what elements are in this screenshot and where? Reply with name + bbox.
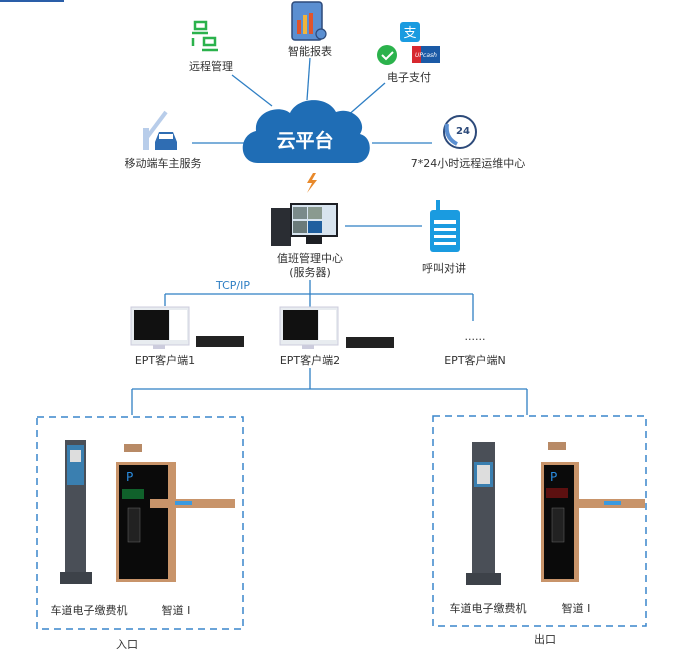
client-more-ellipsis: ...... <box>465 330 486 343</box>
camera-icon <box>124 444 142 452</box>
svg-text:UPcash: UPcash <box>415 52 437 59</box>
walkie-talkie-icon <box>430 200 460 252</box>
lightning-icon <box>307 173 317 193</box>
client-n-label: EPT客户端N <box>444 353 506 367</box>
tcpip-label: TCP/IP <box>215 279 250 292</box>
entrance-gate-label: 智道 I <box>162 603 191 617</box>
nvr-box-icon <box>196 336 244 347</box>
cloud-connectors <box>192 57 432 227</box>
smart-report-icon <box>291 1 327 41</box>
wechat-pay-icon <box>377 45 397 65</box>
support-center-label: 7*24小时远程运维中心 <box>411 157 526 170</box>
remote-management-label: 远程管理 <box>189 59 233 73</box>
client-1-workstation <box>130 306 244 349</box>
svg-text:支: 支 <box>403 26 416 41</box>
server-label: 值班管理中心 <box>277 251 343 265</box>
exit-kiosk <box>466 442 501 585</box>
exit-gate-label: 智道 I <box>562 601 591 615</box>
entrance-label: 入口 <box>116 638 138 651</box>
cloud-platform: 云平台 <box>242 100 370 163</box>
entrance-kiosk <box>60 440 92 584</box>
server-computer-icon <box>271 203 338 246</box>
client-1-label: EPT客户端1 <box>135 353 195 367</box>
support-24h-icon: 24 <box>443 115 477 149</box>
intercom-label: 呼叫对讲 <box>422 261 466 275</box>
car-barrier-icon <box>143 110 177 150</box>
remote-management-icon <box>191 20 218 52</box>
top-accent-bar <box>0 0 64 2</box>
camera-icon <box>548 442 566 450</box>
cloud-label: 云平台 <box>276 129 333 152</box>
unionpay-icon: UPcash <box>412 46 440 63</box>
client-2-label: EPT客户端2 <box>280 353 340 367</box>
mobile-owner-service-label: 移动端车主服务 <box>125 156 202 170</box>
entrance-lane-box <box>36 416 244 630</box>
alipay-icon: 支 <box>400 22 420 42</box>
svg-text:P: P <box>126 470 133 484</box>
network-bus <box>131 280 528 415</box>
e-payment-label: 电子支付 <box>387 71 431 84</box>
exit-label: 出口 <box>534 632 556 646</box>
client-2-workstation <box>279 306 394 349</box>
svg-text:24: 24 <box>456 126 470 137</box>
exit-kiosk-label: 车道电子缴费机 <box>450 601 527 615</box>
exit-gate: P <box>541 442 645 582</box>
svg-text:P: P <box>550 470 557 484</box>
nvr-box-icon <box>346 337 394 348</box>
server-sublabel: (服务器) <box>289 266 331 279</box>
entrance-kiosk-label: 车道电子缴费机 <box>51 603 128 617</box>
entrance-gate: P <box>116 444 235 582</box>
smart-report-label: 智能报表 <box>288 44 332 58</box>
exit-lane-box <box>432 415 647 627</box>
